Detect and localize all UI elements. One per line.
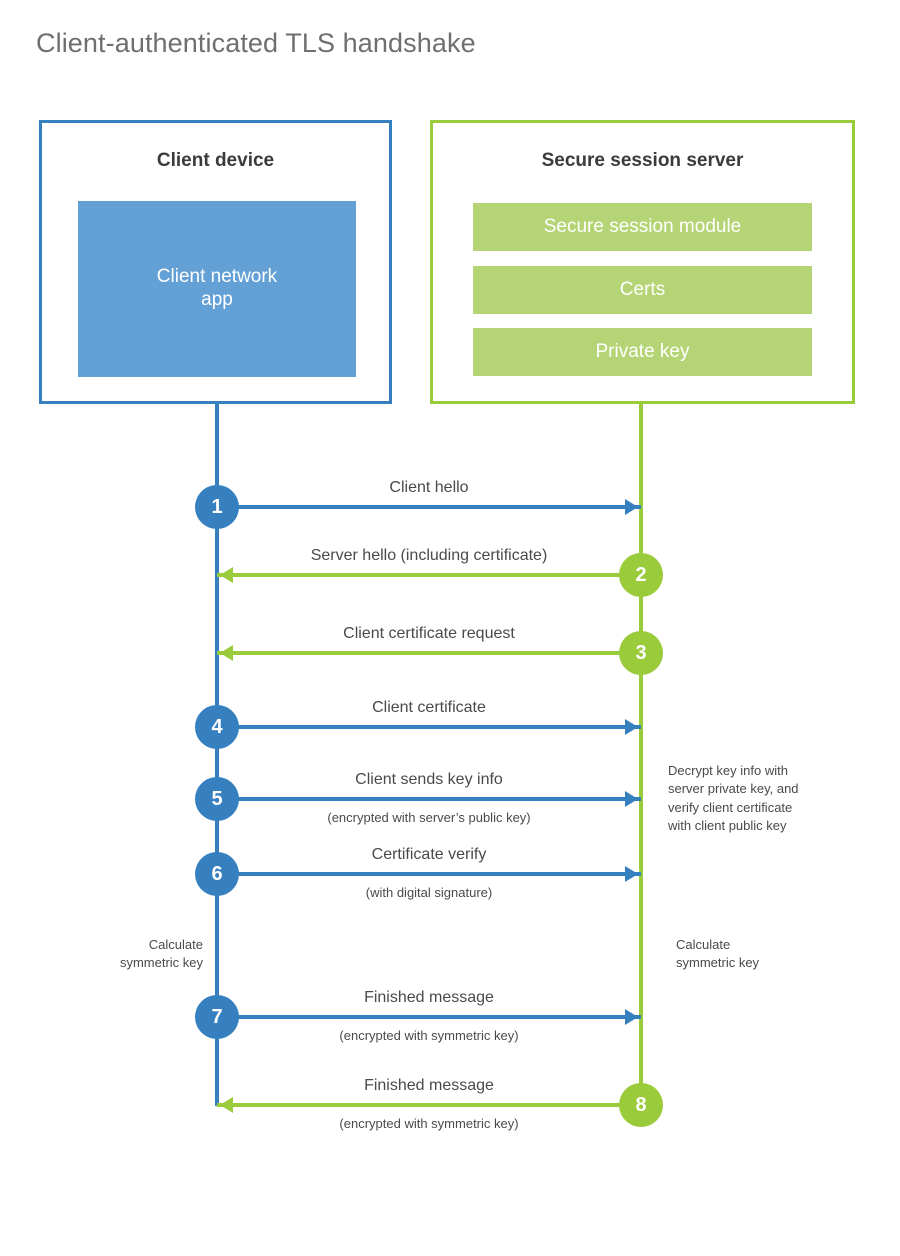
message-label-7: Finished message <box>364 989 494 1006</box>
step-circle-8[interactable]: 8 <box>619 1083 663 1127</box>
message-arrow-7 <box>217 1015 641 1019</box>
message-arrow-8 <box>217 1103 641 1107</box>
arrow-head-2 <box>220 567 233 583</box>
page-title: Client-authenticated TLS handshake <box>36 28 476 58</box>
arrow-head-4 <box>625 719 638 735</box>
secure-session-server-title: Secure session server <box>541 150 744 171</box>
arrow-head-8 <box>220 1097 233 1113</box>
message-sublabel-8: (encrypted with symmetric key) <box>339 1116 519 1131</box>
step-circle-3[interactable]: 3 <box>619 631 663 675</box>
secure-session-module-label: Secure session module <box>543 215 742 237</box>
message-arrow-2 <box>217 573 641 577</box>
private-key-label: Private key <box>595 340 690 362</box>
server-lifeline <box>639 404 643 1106</box>
message-arrow-5 <box>217 797 641 801</box>
client-lifeline <box>215 404 219 1106</box>
message-label-8: Finished message <box>364 1077 494 1094</box>
message-label-1: Client hello <box>389 479 469 496</box>
arrow-head-7 <box>625 1009 638 1025</box>
step-circle-1[interactable]: 1 <box>195 485 239 529</box>
message-label-3: Client certificate request <box>343 625 515 642</box>
step-circle-2[interactable]: 2 <box>619 553 663 597</box>
message-arrow-4 <box>217 725 641 729</box>
step-circle-6[interactable]: 6 <box>195 852 239 896</box>
arrow-head-3 <box>220 645 233 661</box>
certs-label: Certs <box>619 278 666 300</box>
arrow-head-6 <box>625 866 638 882</box>
message-label-4: Client certificate <box>372 699 486 716</box>
message-label-2: Server hello (including certificate) <box>310 547 548 564</box>
step-circle-5[interactable]: 5 <box>195 777 239 821</box>
private-key-block: Private key <box>473 328 812 376</box>
message-arrow-1 <box>217 505 641 509</box>
message-arrow-6 <box>217 872 641 876</box>
message-sublabel-7: (encrypted with symmetric key) <box>339 1028 519 1043</box>
secure-session-server-box: Secure session server Secure session mod… <box>430 120 855 404</box>
step-circle-7[interactable]: 7 <box>195 995 239 1039</box>
message-arrow-3 <box>217 651 641 655</box>
step-circle-4[interactable]: 4 <box>195 705 239 749</box>
message-sublabel-6: (with digital signature) <box>365 885 493 900</box>
client-device-title: Client device <box>156 150 275 171</box>
secure-session-module-block: Secure session module <box>473 203 812 251</box>
arrow-head-5 <box>625 791 638 807</box>
message-label-5: Client sends key info <box>355 771 503 788</box>
message-sublabel-5: (encrypted with server’s public key) <box>327 810 531 825</box>
certs-block: Certs <box>473 266 812 314</box>
arrow-head-1 <box>625 499 638 515</box>
message-label-6: Certificate verify <box>371 846 487 863</box>
